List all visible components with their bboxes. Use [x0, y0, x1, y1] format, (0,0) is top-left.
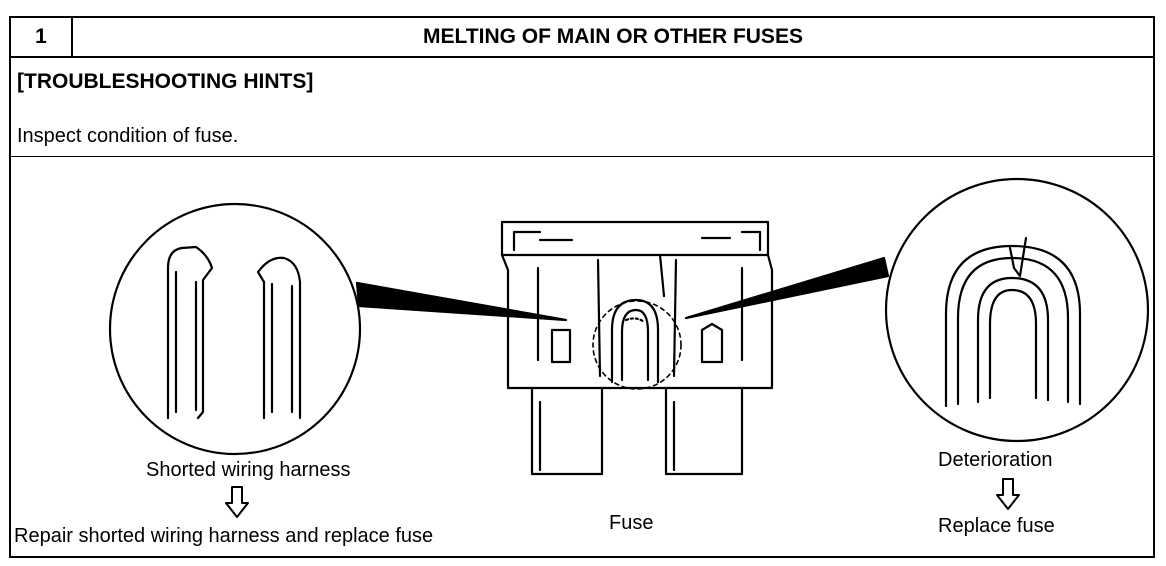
fuse-icon: [500, 220, 774, 476]
shorted-element-magnifier: [108, 202, 568, 456]
right-remedy-label: Replace fuse: [938, 515, 1055, 537]
deteriorated-element-magnifier: [684, 177, 1150, 443]
page-title: MELTING OF MAIN OR OTHER FUSES: [423, 25, 803, 48]
down-arrow-icon: [225, 486, 249, 518]
left-cause-label: Shorted wiring harness: [146, 459, 351, 481]
section-divider: [11, 156, 1153, 157]
left-remedy-label: Repair shorted wiring harness and replac…: [14, 525, 434, 547]
right-cause-label: Deterioration: [938, 449, 1053, 471]
inspection-instruction: Inspect condition of fuse.: [17, 125, 239, 147]
troubleshooting-sheet: 1 MELTING OF MAIN OR OTHER FUSES [TROUBL…: [9, 16, 1155, 558]
item-number: 1: [11, 18, 73, 56]
title-row: 1 MELTING OF MAIN OR OTHER FUSES: [11, 18, 1153, 58]
fuse-label: Fuse: [609, 512, 654, 534]
down-arrow-icon: [996, 478, 1020, 510]
hints-heading: [TROUBLESHOOTING HINTS]: [17, 70, 314, 93]
